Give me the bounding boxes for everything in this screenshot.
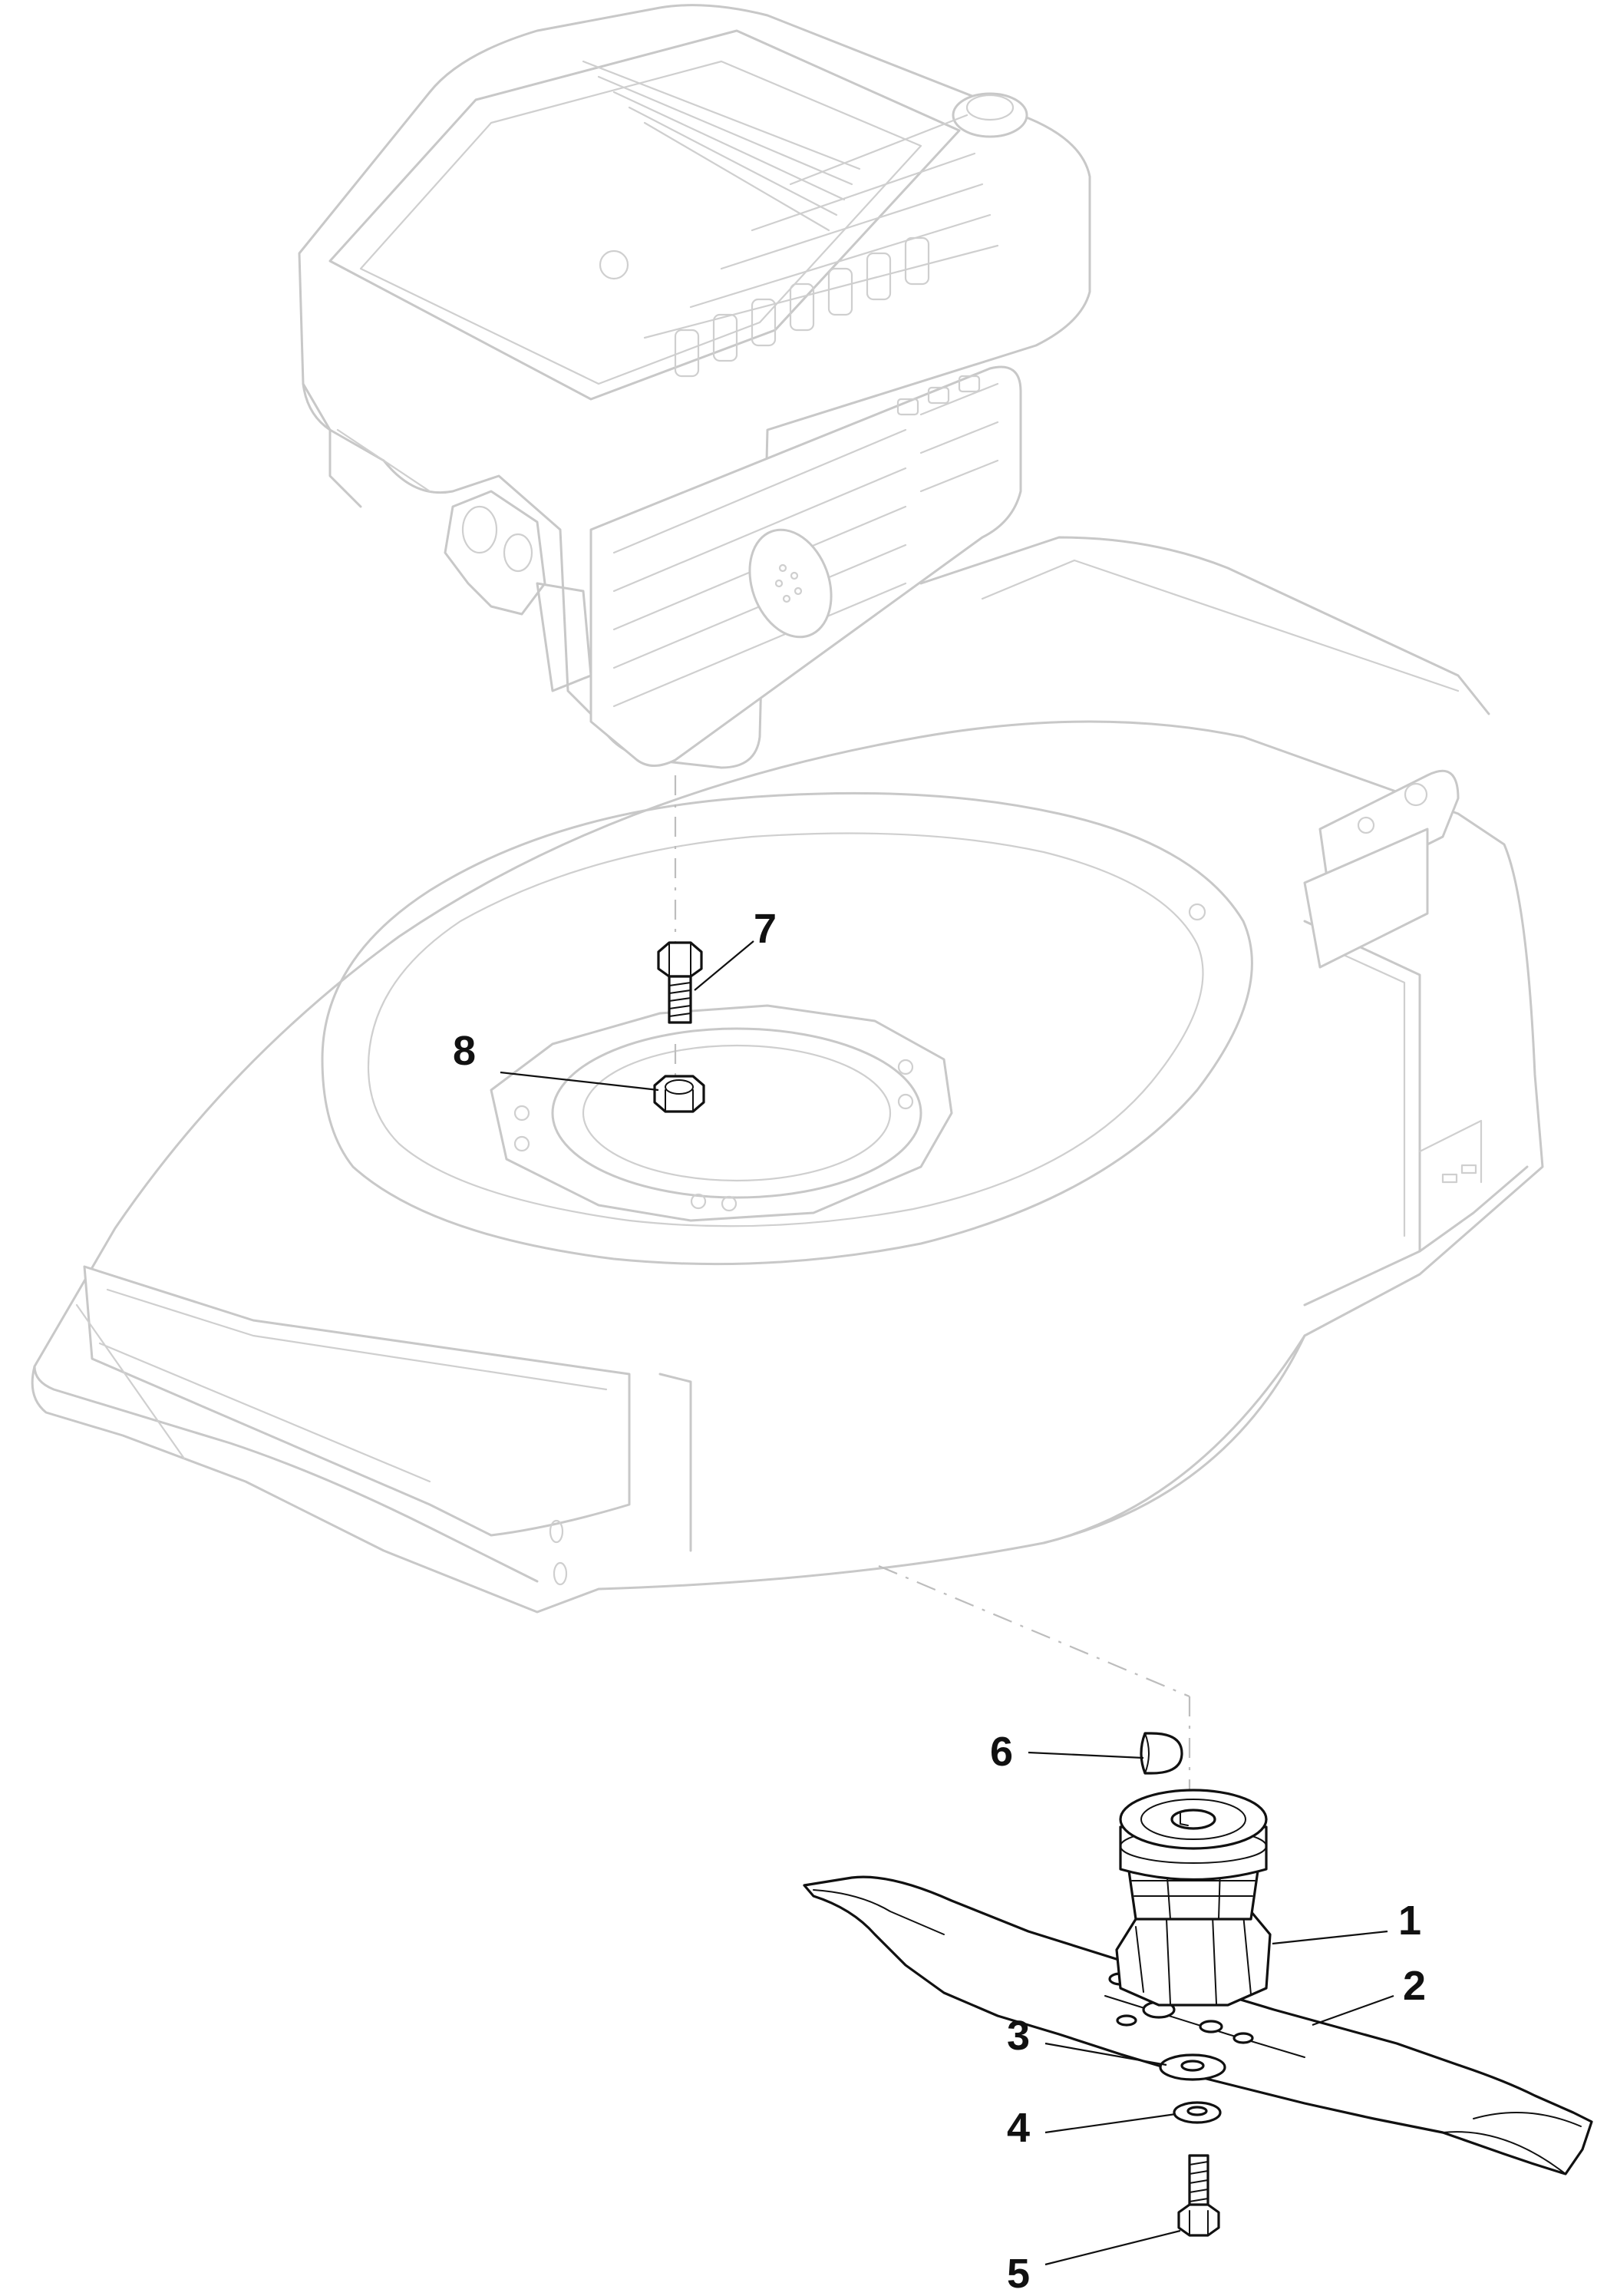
callout-8: 8 — [453, 1028, 476, 1074]
callout-4: 4 — [1007, 2105, 1030, 2151]
blade-bolt-part — [1177, 2154, 1220, 2237]
callout-2: 2 — [1403, 1963, 1426, 2009]
callout-7: 7 — [754, 906, 777, 952]
callout-6: 6 — [990, 1729, 1013, 1775]
mower-deck-illustration — [31, 536, 1544, 1614]
woodruff-key-part — [1140, 1732, 1183, 1775]
small-washer-part — [1173, 2101, 1222, 2124]
callout-labels: 7 8 6 1 2 3 4 5 — [453, 906, 1426, 2296]
engine-illustration — [298, 4, 1091, 769]
callout-5: 5 — [1007, 2251, 1030, 2296]
callout-1: 1 — [1398, 1898, 1421, 1944]
callout-3: 3 — [1007, 2013, 1030, 2059]
leader-lines — [500, 940, 1394, 2266]
blade-adapter-part — [1115, 1789, 1272, 2007]
engine-mount-nut-part — [653, 1075, 705, 1113]
engine-mount-bolt-part — [657, 941, 703, 1024]
large-washer-part — [1159, 2053, 1226, 2081]
